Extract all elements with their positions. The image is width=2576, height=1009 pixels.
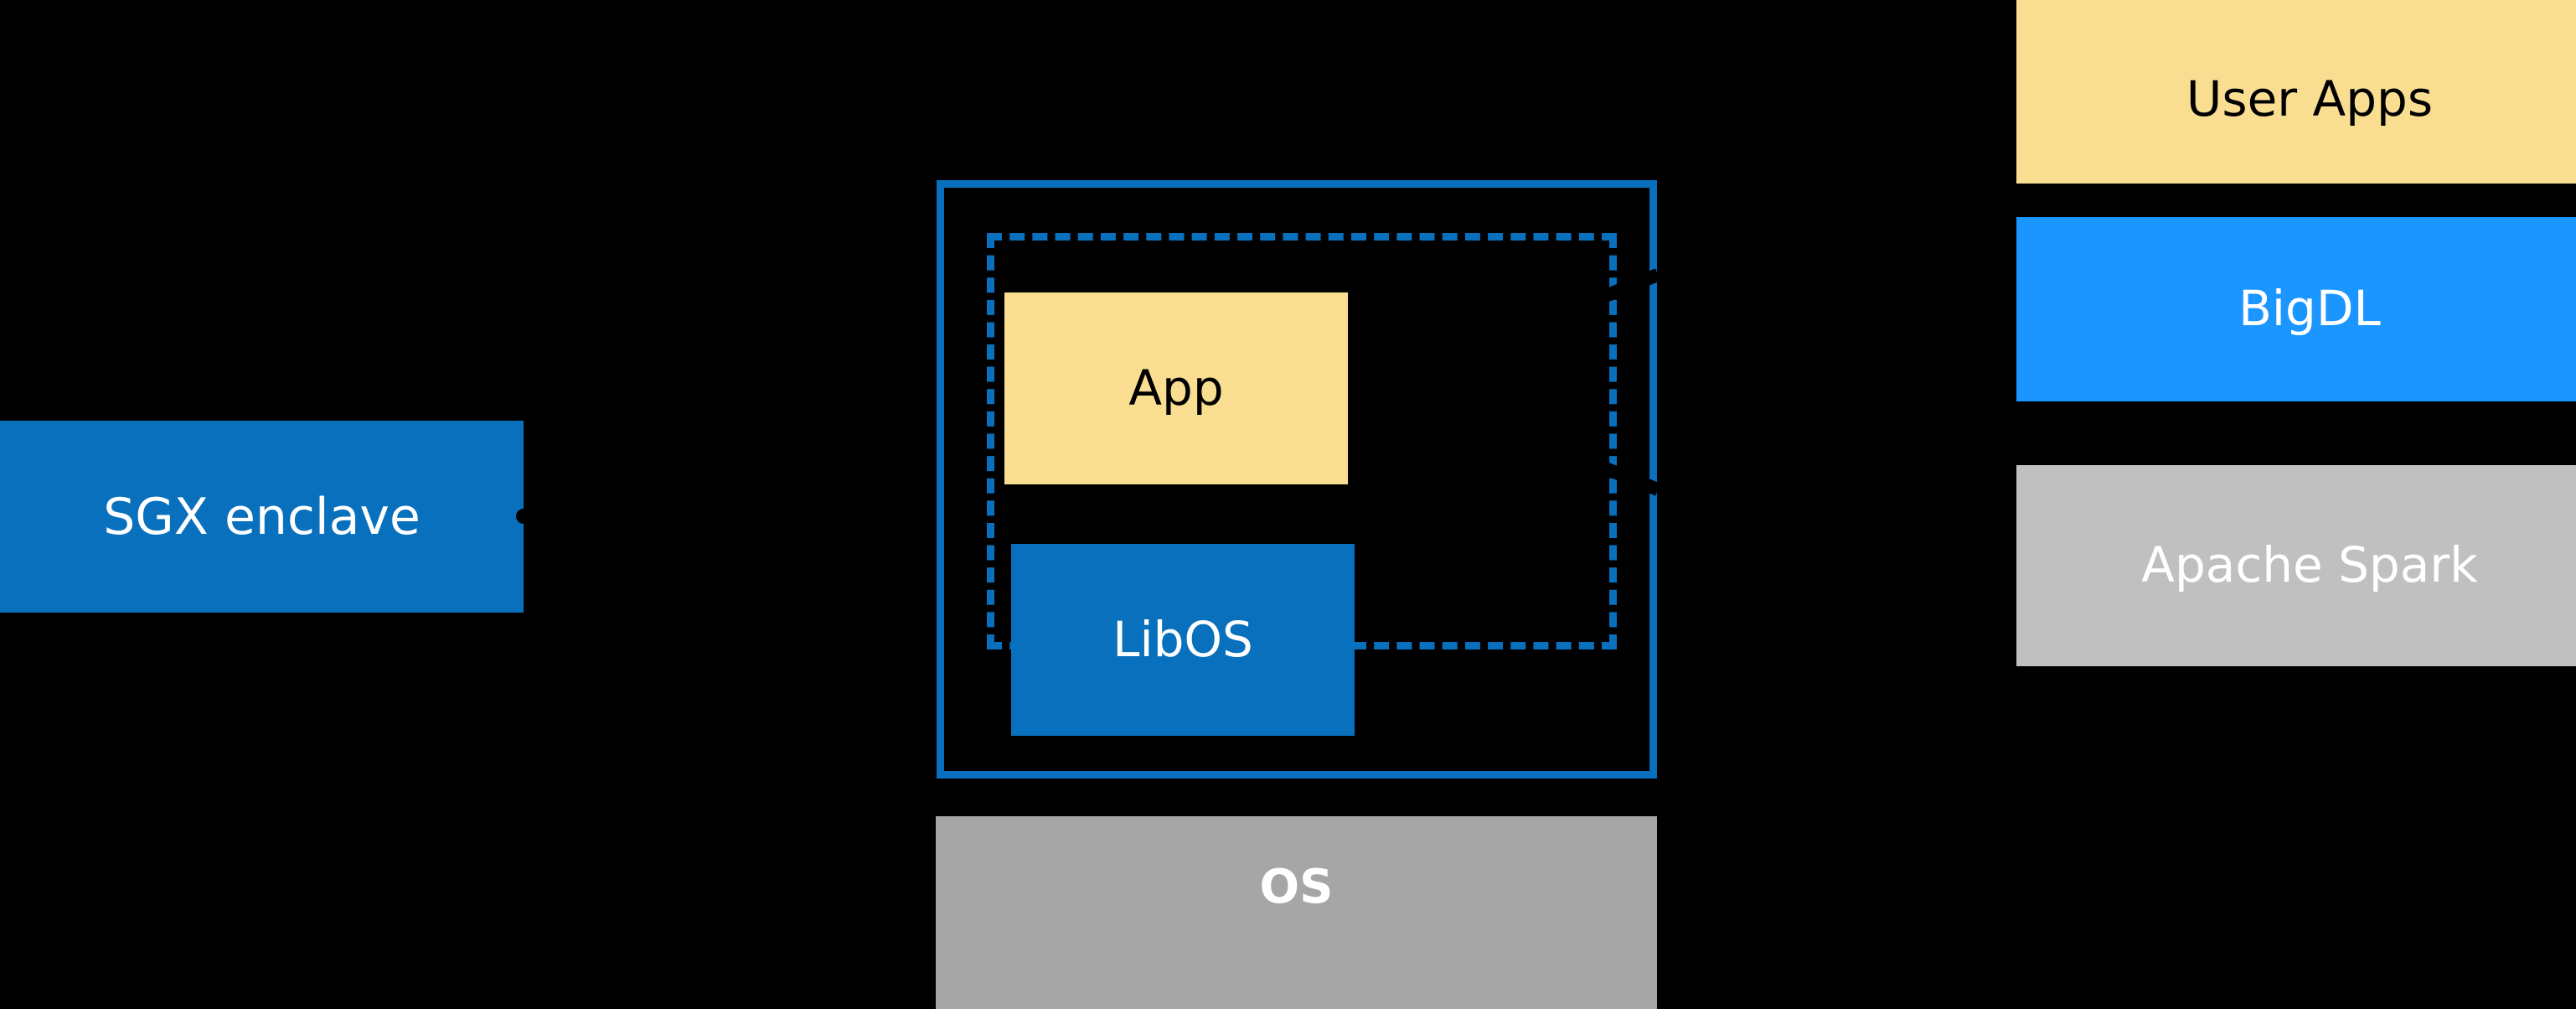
libos-label: LibOS [1112, 610, 1253, 668]
os-box[interactable]: OS [936, 816, 1657, 1009]
apache-spark-label: Apache Spark [2141, 536, 2478, 594]
app-label: App [1128, 359, 1224, 417]
app-box[interactable]: App [1004, 292, 1348, 484]
user-apps-label: User Apps [2186, 70, 2434, 128]
apache-spark-box[interactable]: Apache Spark [2016, 465, 2576, 666]
bigdl-label: BigDL [2238, 280, 2381, 338]
user-apps-box[interactable]: User Apps [2016, 0, 2576, 184]
libos-box[interactable]: LibOS [1011, 544, 1355, 736]
sgx-enclave-box[interactable]: SGX enclave [0, 421, 524, 613]
bigdl-box[interactable]: BigDL [2016, 217, 2576, 401]
os-label: OS [1259, 860, 1334, 914]
sgx-enclave-label: SGX enclave [103, 487, 421, 546]
